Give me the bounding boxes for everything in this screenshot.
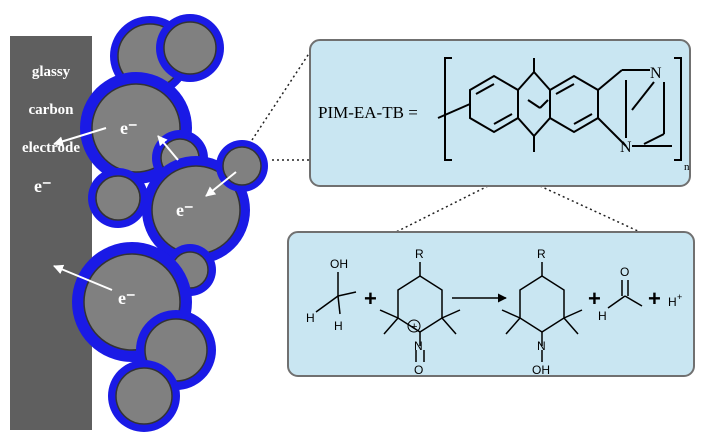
polymer-box (309, 39, 691, 187)
electrode-label-line: carbon (28, 102, 74, 118)
particle (88, 168, 148, 228)
atom-label: N (537, 339, 546, 353)
arrow (53, 264, 113, 291)
plus-sign: + (364, 286, 377, 311)
reaction-labels: OH H H + R N + O R N OH + O H + H + (306, 247, 682, 377)
atom-label: N (414, 339, 423, 353)
atom-label: OH (330, 257, 348, 271)
arrow (157, 135, 179, 161)
reaction-box (287, 231, 695, 377)
atom-label: N (650, 65, 662, 82)
polymer-name: PIM-EA-TB = (318, 103, 418, 122)
reaction-bonds (315, 262, 643, 362)
charge-label: + (411, 321, 417, 333)
atom-label: H (306, 311, 315, 325)
atom-label: H (598, 309, 607, 323)
atom-label: R (537, 247, 546, 261)
atom-label: N (620, 139, 632, 156)
arrow (205, 171, 237, 197)
atom-label: H (668, 295, 677, 309)
electron-label: e⁻ (176, 200, 194, 220)
particle (216, 140, 268, 192)
atom-label: OH (532, 363, 550, 377)
plus-sign: + (588, 286, 601, 311)
electrode-label-line: glassy (31, 64, 71, 80)
atom-label: O (620, 265, 629, 279)
electrode-label-line: electrode (21, 140, 81, 156)
plus-sign: + (648, 286, 661, 311)
repeat-subscript: n (684, 161, 690, 173)
atom-label: O (414, 363, 423, 377)
particle (108, 360, 180, 432)
particle-cluster (72, 14, 268, 432)
electrode-label: glassy carbon electrode (10, 44, 92, 177)
charge-circle (407, 319, 421, 333)
electron-label: e⁻ (118, 288, 136, 308)
atom-label: H (334, 319, 343, 333)
arrow (53, 127, 107, 147)
polymer-structure (437, 57, 682, 161)
electrode-body (10, 36, 92, 430)
particle (156, 14, 224, 82)
zoom-lines (251, 51, 641, 233)
electron-label: e⁻ (34, 176, 52, 196)
electron-label: e⁻ (120, 118, 138, 138)
charge-label: + (677, 292, 682, 302)
atom-label: R (415, 247, 424, 261)
electron-arrows (53, 127, 237, 291)
